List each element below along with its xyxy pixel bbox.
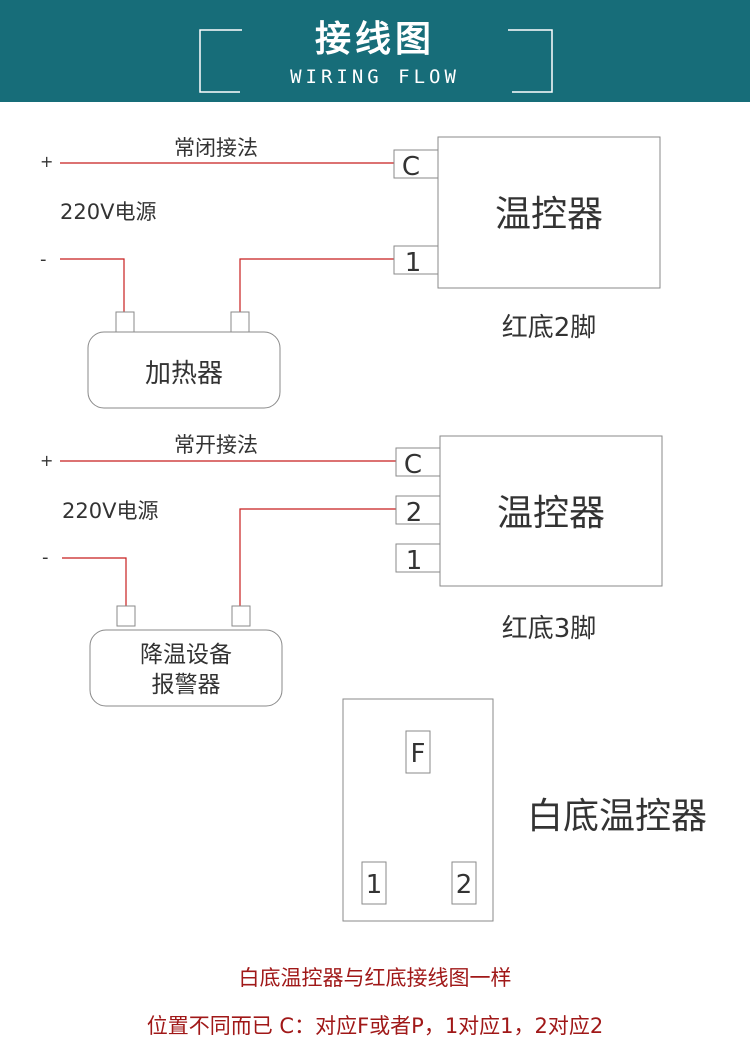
no-plus-sign: + <box>40 451 53 470</box>
no-caption: 红底3脚 <box>502 614 597 644</box>
no-device-label-line2: 报警器 <box>152 672 221 698</box>
no-minus-sign: - <box>42 547 49 568</box>
page-subtitle: WIRING FLOW <box>290 66 460 88</box>
nc-plus-sign: + <box>40 152 53 171</box>
header-banner: 接线图 WIRING FLOW <box>0 0 750 102</box>
nc-device-pin-left <box>115 311 135 333</box>
no-wire-minus <box>62 557 127 606</box>
nc-device-pin-right <box>230 311 250 333</box>
no-terminal-2-label: 2 <box>406 498 423 528</box>
nc-wire-minus <box>60 258 125 312</box>
no-device-pin-right <box>231 605 251 627</box>
nc-terminal-c-label: C <box>402 152 420 182</box>
nc-device-label: 加热器 <box>145 359 223 389</box>
white-terminal-2-label: 2 <box>456 870 473 900</box>
no-wire-return <box>239 508 396 606</box>
no-terminal-1-label: 1 <box>406 546 423 576</box>
no-terminal-1 <box>395 543 441 573</box>
nc-caption: 红底2脚 <box>502 313 597 343</box>
nc-controller-box <box>437 136 661 289</box>
white-terminal-1-label: 1 <box>366 870 383 900</box>
no-controller-box <box>439 435 663 587</box>
no-diagram: 常开接法 + 220V电源 - 温控器 C 2 1 红底3脚 降温设备 报警器 <box>40 433 663 707</box>
no-device-label-line1: 降温设备 <box>140 642 232 668</box>
no-title: 常开接法 <box>174 433 258 457</box>
no-terminal-c <box>395 447 441 477</box>
white-terminal-f <box>405 730 431 774</box>
white-terminal-1 <box>361 861 387 905</box>
no-terminal-c-label: C <box>404 450 422 480</box>
no-device-pin-left <box>116 605 136 627</box>
nc-title: 常闭接法 <box>174 136 258 160</box>
nc-terminal-1 <box>393 245 439 275</box>
nc-minus-sign: - <box>40 249 47 270</box>
nc-wire-return <box>239 258 394 312</box>
white-controller-diagram: F 1 2 白底温控器 <box>342 698 707 922</box>
note-line-1: 白底温控器与红底接线图一样 <box>238 966 512 990</box>
page-title: 接线图 <box>314 19 435 60</box>
white-terminal-f-label: F <box>411 739 426 769</box>
nc-terminal-1-label: 1 <box>405 248 422 278</box>
no-power-label: 220V电源 <box>62 499 158 523</box>
nc-controller-label: 温控器 <box>495 194 603 235</box>
nc-power-label: 220V电源 <box>60 200 156 224</box>
no-terminal-2 <box>395 495 441 525</box>
no-controller-label: 温控器 <box>497 493 605 534</box>
no-device-box <box>89 629 283 707</box>
white-controller-label: 白底温控器 <box>527 796 707 837</box>
note-line-2: 位置不同而已 C：对应F或者P，1对应1，2对应2 <box>146 1014 604 1038</box>
white-terminal-2 <box>451 861 477 905</box>
header-frame <box>199 29 553 93</box>
nc-diagram: 常闭接法 + 220V电源 - 温控器 C 1 红底2脚 加热器 <box>40 136 661 409</box>
nc-device-box <box>87 331 281 409</box>
nc-terminal-c <box>393 149 439 179</box>
